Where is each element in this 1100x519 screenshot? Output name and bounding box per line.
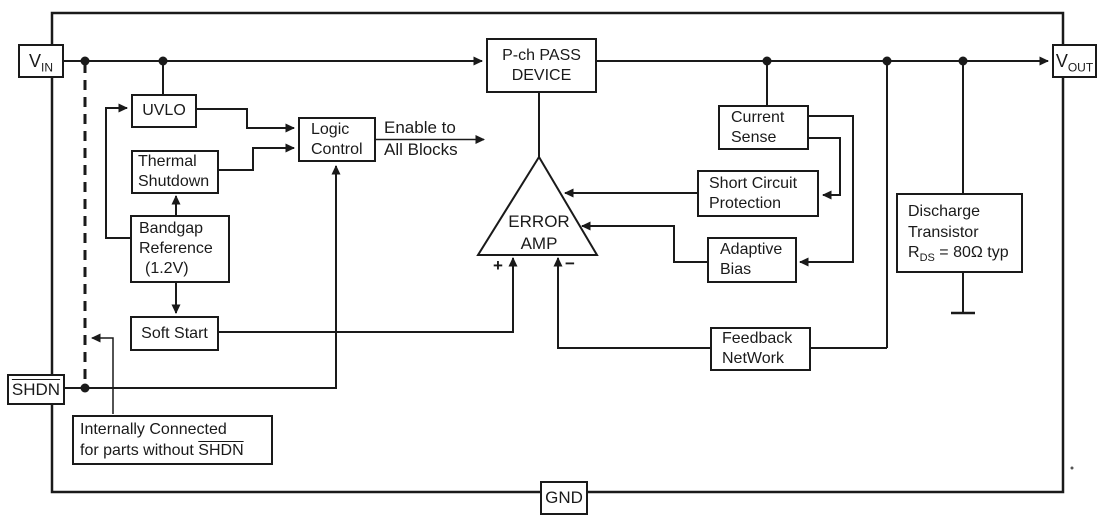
junction-dot bbox=[80, 383, 90, 393]
rds-value: = 80Ω typ bbox=[934, 244, 1009, 262]
block-short-circuit-protection: Short Circuit Protection bbox=[697, 170, 819, 217]
rds-symbol: R bbox=[908, 244, 920, 262]
block-logic-control: Logic Control bbox=[298, 117, 376, 162]
block-label: Bias bbox=[720, 261, 752, 278]
block-label: NetWork bbox=[722, 350, 784, 367]
wire-bandgap-to-uvlo bbox=[105, 103, 130, 239]
block-label: Control bbox=[311, 140, 363, 158]
wire-currentsense-to-adaptivebias bbox=[799, 115, 854, 267]
wire-thermal-to-logic bbox=[218, 143, 295, 171]
block-adaptive-bias: Adaptive Bias bbox=[707, 237, 797, 283]
rds-spec: RDS = 80Ω typ bbox=[908, 243, 1009, 264]
pin-vout-main: V bbox=[1055, 50, 1068, 71]
block-label: DEVICE bbox=[511, 66, 572, 84]
wire-feedback-to-erroramp-minus bbox=[553, 257, 710, 349]
block-label: Reference bbox=[139, 240, 213, 257]
note-text: for parts without bbox=[80, 442, 199, 459]
junction-dot bbox=[958, 56, 968, 66]
block-label: Adaptive bbox=[720, 241, 783, 258]
note-shdn-overlined: SHDN bbox=[198, 442, 244, 459]
block-uvlo: UVLO bbox=[131, 94, 197, 128]
block-label: Protection bbox=[709, 194, 782, 212]
block-thermal-shutdown: Thermal Shutdown bbox=[131, 150, 219, 194]
pin-shdn: SHDN bbox=[7, 374, 65, 405]
enable-line1: Enable to bbox=[384, 118, 456, 137]
block-label: UVLO bbox=[142, 102, 186, 119]
wire-uvlo-to-logic bbox=[197, 108, 295, 133]
erroramp-minus-sign: − bbox=[565, 254, 575, 273]
error-amp-triangle bbox=[476, 155, 599, 256]
block-label: ERROR bbox=[508, 212, 570, 231]
block-label: Transistor bbox=[908, 223, 979, 241]
block-label: Logic bbox=[311, 120, 350, 138]
pin-shdn-label: SHDN bbox=[11, 379, 61, 399]
note-leader-arrow bbox=[91, 333, 114, 414]
note-line: for parts without SHDN bbox=[80, 440, 244, 461]
wire-currentsense-to-shortcircuit bbox=[808, 137, 841, 200]
enable-line2: All Blocks bbox=[384, 140, 458, 159]
pin-vin: VIN bbox=[18, 44, 64, 78]
erroramp-plus-sign: + bbox=[493, 256, 503, 275]
block-label: Current bbox=[731, 108, 785, 126]
pin-label: VOUT bbox=[1055, 50, 1094, 75]
block-pass-device: P-ch PASS DEVICE bbox=[486, 38, 597, 93]
speck bbox=[1070, 466, 1074, 470]
wire-shdn-to-logic bbox=[64, 165, 341, 389]
block-label: Soft Start bbox=[141, 324, 208, 342]
block-label: Thermal bbox=[138, 153, 197, 170]
pin-vout-sub: OUT bbox=[1067, 60, 1094, 75]
pin-vin-sub: IN bbox=[41, 60, 53, 75]
error-amp-label: ERROR AMP bbox=[489, 211, 589, 255]
junction-dot bbox=[882, 56, 892, 66]
junction-dot bbox=[80, 56, 90, 66]
block-label: (1.2V) bbox=[145, 260, 189, 277]
junction-dot bbox=[158, 56, 168, 66]
pin-vout: VOUT bbox=[1052, 44, 1097, 78]
pin-vin-main: V bbox=[28, 50, 41, 71]
enable-output-label: Enable to All Blocks bbox=[384, 117, 458, 161]
rds-subscript: DS bbox=[919, 252, 935, 265]
wire-adaptivebias-to-erroramp bbox=[581, 221, 707, 263]
block-label: AMP bbox=[520, 234, 558, 254]
block-label: P-ch PASS bbox=[502, 46, 581, 64]
block-soft-start: Soft Start bbox=[130, 316, 219, 351]
block-label: Sense bbox=[731, 128, 777, 146]
block-discharge-transistor: Discharge Transistor RDS = 80Ω typ bbox=[896, 193, 1023, 273]
chip-outline bbox=[50, 11, 1065, 494]
wire-softstart-to-erroramp-plus bbox=[218, 257, 518, 333]
junction-dot bbox=[762, 56, 772, 66]
pin-gnd: GND bbox=[540, 481, 588, 515]
block-label: Shutdown bbox=[138, 173, 210, 190]
block-feedback-network: Feedback NetWork bbox=[710, 327, 811, 371]
block-label: Short Circuit bbox=[709, 174, 798, 192]
block-bandgap-reference: Bandgap Reference (1.2V) bbox=[130, 215, 230, 283]
block-label: Feedback bbox=[722, 330, 793, 347]
wire-vout-to-feedback bbox=[810, 61, 888, 349]
note-internally-connected: Internally Connected for parts without S… bbox=[72, 415, 273, 465]
pin-gnd-label: GND bbox=[545, 488, 583, 508]
note-line: Internally Connected bbox=[80, 421, 227, 438]
block-label: Bandgap bbox=[139, 220, 204, 237]
block-current-sense: Current Sense bbox=[718, 105, 809, 150]
block-label: Discharge bbox=[908, 202, 981, 220]
pin-label: VIN bbox=[28, 50, 53, 75]
